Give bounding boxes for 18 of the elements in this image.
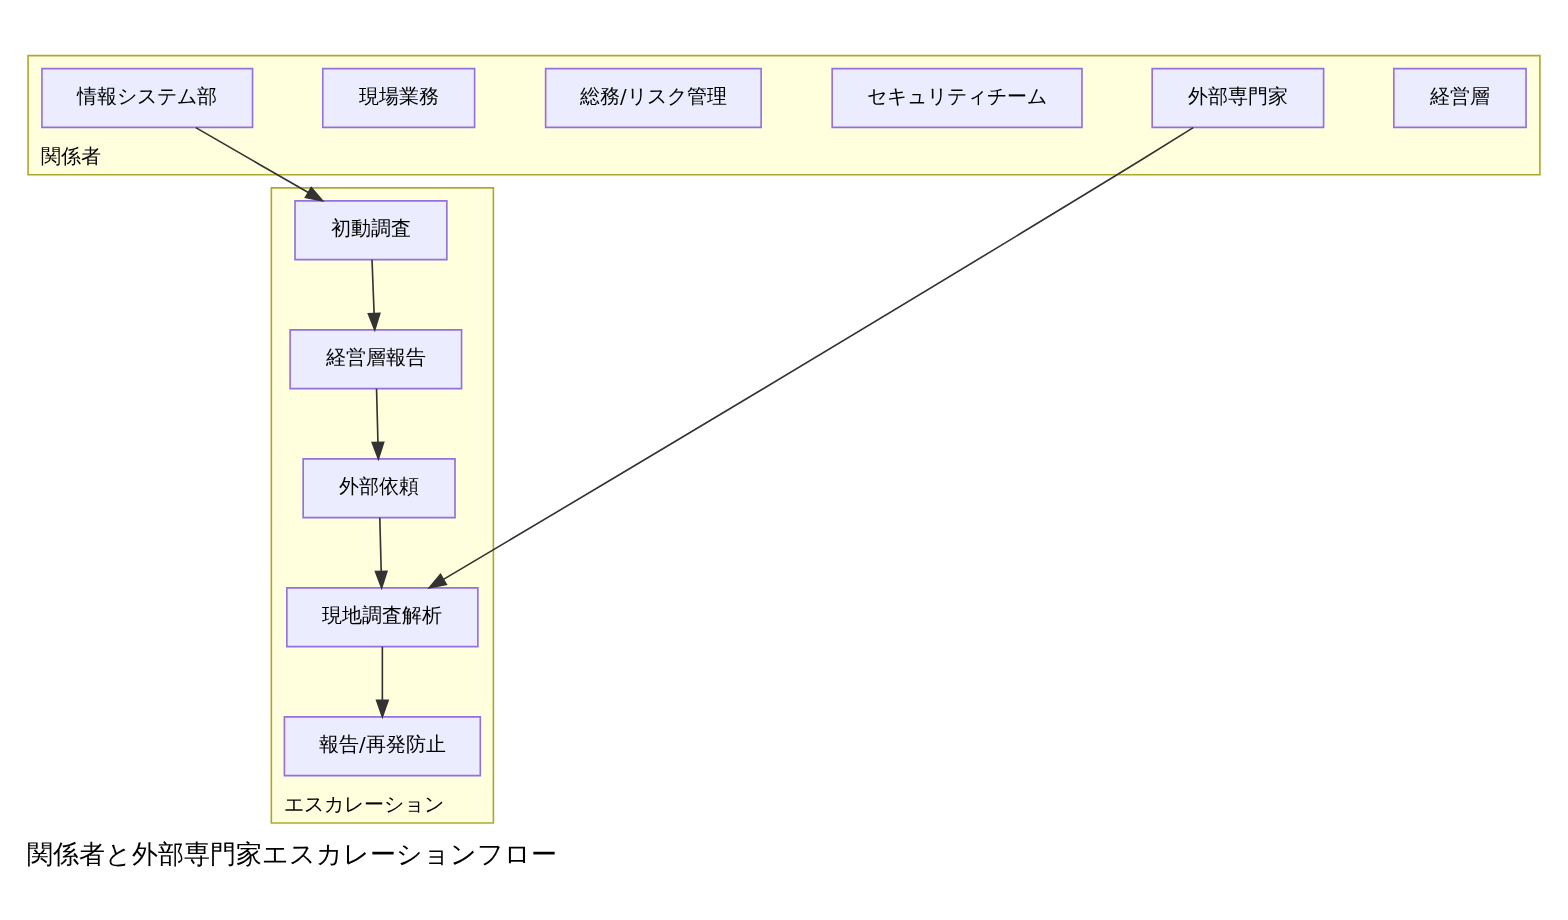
arrow — [371, 387, 385, 461]
node-box: 総務/リスク管理 — [544, 67, 762, 128]
node-box: 経営層報告 — [289, 328, 463, 389]
node-box: 初動調査 — [294, 199, 448, 260]
node-box: 情報システム部 — [41, 67, 254, 128]
arrow — [427, 126, 1195, 589]
node-box: セキュリティチーム — [831, 67, 1083, 128]
node-box: 現地調査解析 — [286, 586, 479, 647]
node-box: 現場業務 — [321, 67, 476, 128]
node-box: 経営層 — [1393, 67, 1527, 128]
arrow — [374, 516, 389, 590]
node-box: 外部専門家 — [1151, 67, 1325, 128]
arrow — [375, 645, 390, 719]
arrow — [367, 258, 381, 332]
caption: 関係者と外部専門家エスカレーションフロー — [26, 838, 557, 869]
node-box: 報告/再発防止 — [283, 715, 482, 776]
node-box: 外部依頼 — [302, 457, 456, 518]
arrow — [194, 126, 325, 202]
